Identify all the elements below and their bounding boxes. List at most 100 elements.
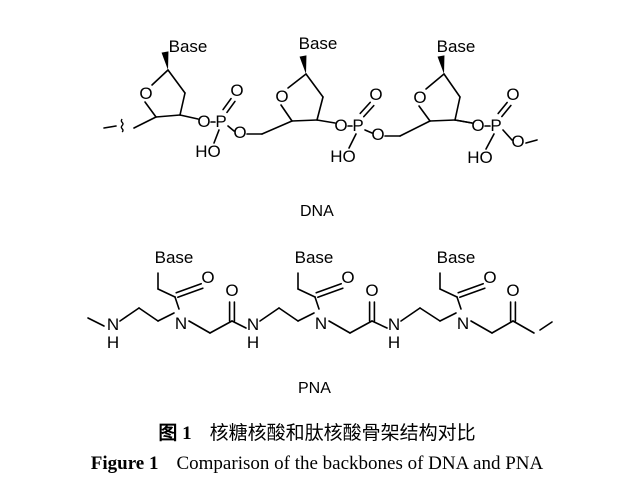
caption-en-text: Comparison of the backbones of DNA and P… <box>176 453 544 474</box>
double-bond-line <box>359 101 372 115</box>
bond-line <box>418 105 431 122</box>
hydroxyl-label: HO <box>195 142 221 161</box>
bond-line <box>261 120 293 135</box>
amine-hydrogen-label: H <box>388 333 400 352</box>
hydroxyl-label: HO <box>467 148 493 167</box>
bond-line <box>157 312 175 322</box>
bond-line <box>314 296 320 310</box>
stereo-wedge-bond <box>437 55 445 74</box>
ester-oxygen-label: O <box>197 112 210 131</box>
squiggle-mark: ⌇ <box>118 117 126 136</box>
bond-line <box>399 120 431 137</box>
bond-line <box>144 101 157 118</box>
bond-line <box>278 307 299 322</box>
caption-cn-text: 核糖核酸和肽核酸骨架结构对比 <box>209 423 476 444</box>
bond-line <box>454 96 461 121</box>
ester-oxygen-label: O <box>371 125 384 144</box>
phosphorus-label: P <box>215 112 226 131</box>
double-bond-line <box>315 282 342 294</box>
base-label: Base <box>299 34 338 53</box>
carbonyl-oxygen-label: O <box>341 268 354 287</box>
carbonyl-oxygen-label: O <box>506 281 519 300</box>
bond-line <box>371 320 388 329</box>
bond-line <box>425 73 445 90</box>
double-bond-line <box>226 100 236 114</box>
bond-line <box>364 129 373 134</box>
bond-line <box>291 119 318 122</box>
bond-line <box>439 288 458 298</box>
tertiary-nitrogen-label: N <box>175 314 187 333</box>
amine-nitrogen-label: N <box>247 315 259 334</box>
double-bond-line <box>222 97 232 111</box>
backbone-end-bond <box>103 125 117 129</box>
bond-line <box>155 114 181 118</box>
stereo-wedge-bond <box>161 51 169 70</box>
ring-oxygen-label: O <box>139 84 152 103</box>
bond-line <box>439 312 457 322</box>
carbonyl-oxygen-label: O <box>483 268 496 287</box>
dna-label: DNA <box>300 203 334 220</box>
phosphorus-label: P <box>490 116 501 135</box>
amine-hydrogen-label: H <box>247 333 259 352</box>
backbone-end-bond <box>539 321 553 331</box>
bond-line <box>188 320 211 334</box>
ester-oxygen-label: O <box>471 116 484 135</box>
double-bond-line <box>497 101 508 115</box>
bond-line <box>167 69 186 94</box>
bond-line <box>231 320 247 329</box>
bond-line <box>305 73 324 98</box>
bond-line <box>174 296 180 310</box>
bond-line <box>259 307 280 322</box>
phosphoryl-oxygen-label: O <box>230 81 243 100</box>
ester-oxygen-label: O <box>233 123 246 142</box>
caption-cn-label: 图 1 <box>158 423 192 444</box>
bond-line <box>119 307 140 322</box>
bond-line <box>297 312 315 322</box>
bond-line <box>287 73 307 89</box>
ring-oxygen-label: O <box>275 87 288 106</box>
bond-line <box>179 92 186 116</box>
backbone-end-bond <box>87 317 105 327</box>
base-label: Base <box>437 248 476 267</box>
bond-line <box>502 129 513 141</box>
double-bond-line <box>362 104 375 118</box>
double-bond-line <box>175 282 202 294</box>
bond-line <box>133 116 157 129</box>
double-bond-line <box>501 104 512 118</box>
amine-nitrogen-label: N <box>388 315 400 334</box>
caption-en-label: Figure 1 <box>90 453 159 474</box>
base-label: Base <box>155 248 194 267</box>
bond-line <box>227 125 235 132</box>
bond-line <box>491 320 514 334</box>
bond-line <box>470 320 493 334</box>
figure-caption-chinese: 图 1 核糖核酸和肽核酸骨架结构对比 <box>0 418 634 445</box>
double-bond-line <box>317 287 344 299</box>
bond-line <box>213 129 220 144</box>
bond-line <box>400 307 421 322</box>
bond-line <box>138 307 159 322</box>
double-bond-line <box>177 287 204 299</box>
bond-line <box>348 133 357 149</box>
figure-caption-english: Figure 1 Comparison of the backbones of D… <box>0 453 634 475</box>
bond-line <box>456 296 462 310</box>
bond-line <box>179 114 199 120</box>
bond-line <box>349 320 373 334</box>
base-label: Base <box>169 37 208 56</box>
ring-oxygen-label: O <box>413 88 426 107</box>
backbone-end-bond <box>525 139 538 144</box>
carbonyl-oxygen-label: O <box>201 268 214 287</box>
pna-label: PNA <box>298 380 331 397</box>
bond-line <box>316 119 336 124</box>
amine-hydrogen-label: H <box>107 333 119 352</box>
bond-line <box>157 288 176 298</box>
base-label: Base <box>437 37 476 56</box>
bond-line <box>297 288 316 298</box>
phosphorus-label: P <box>352 116 363 135</box>
bond-line <box>151 69 169 86</box>
tertiary-nitrogen-label: N <box>457 314 469 333</box>
carbonyl-oxygen-label: O <box>225 281 238 300</box>
bond-line <box>280 104 293 122</box>
